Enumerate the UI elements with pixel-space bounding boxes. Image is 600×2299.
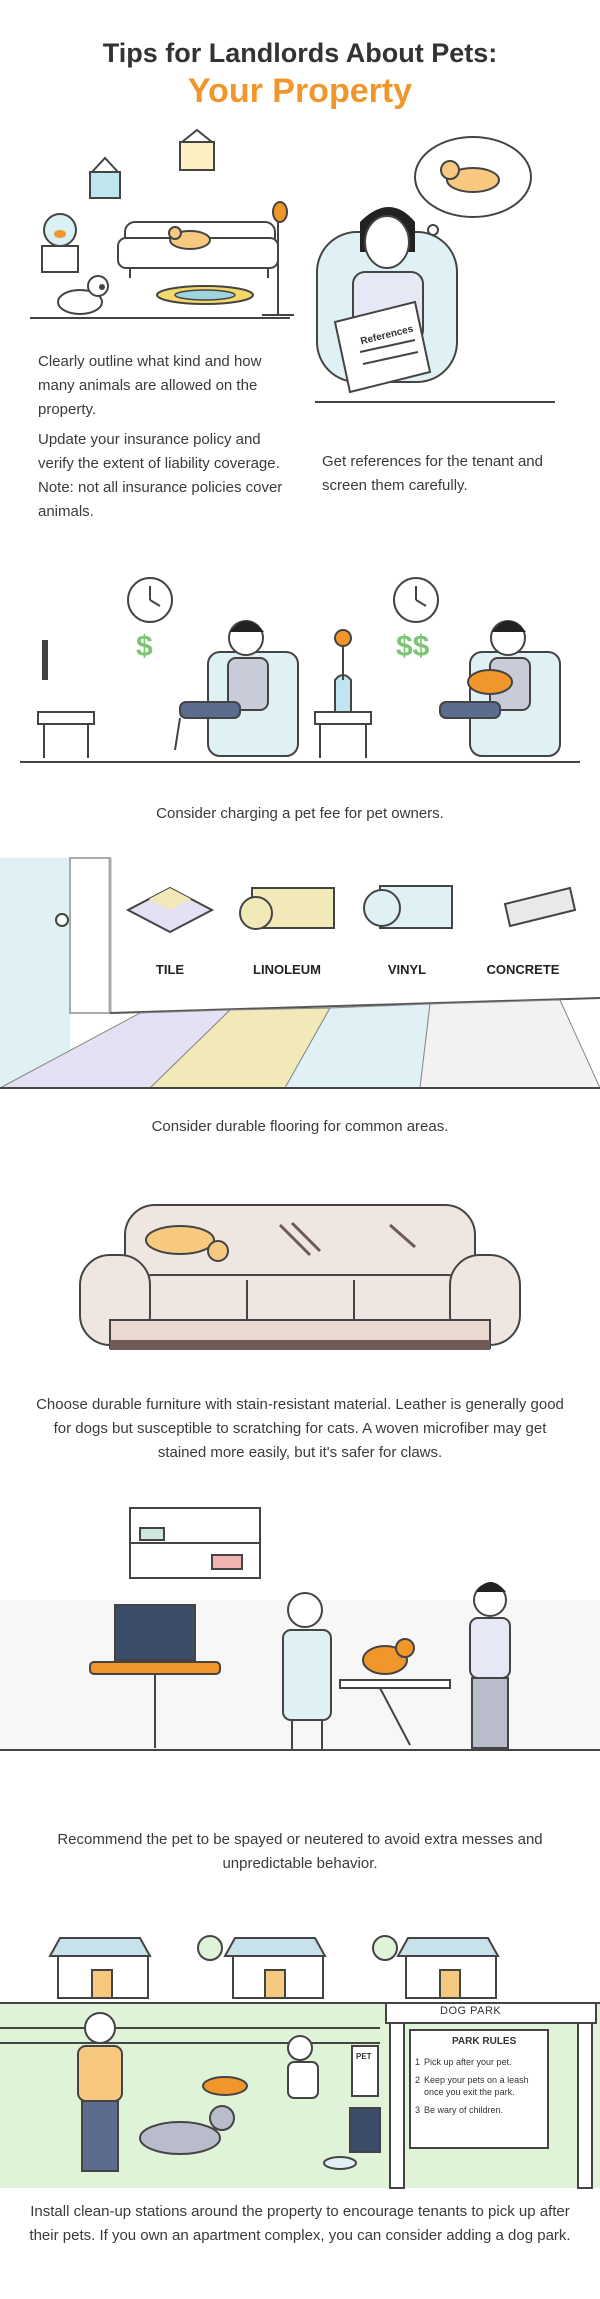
outline-animals-text: Clearly outline what kind and how many a… <box>38 353 262 418</box>
insurance-text: Update your insurance policy and verify … <box>38 431 283 520</box>
park-rules-list: 1 Pick up after your pet. 2 Keep your pe… <box>415 2056 545 2116</box>
single-fee-symbol: $ <box>136 630 153 663</box>
rule-text: Be wary of children. <box>424 2105 504 2115</box>
park-rule-item: 1 Pick up after your pet. <box>415 2056 545 2068</box>
floor-type-tile: TILE <box>155 962 185 977</box>
pet-fee-caption: Consider charging a pet fee for pet owne… <box>156 805 444 822</box>
clean-up-caption: Install clean-up stations around the pro… <box>29 2203 571 2244</box>
flooring-caption: Consider durable flooring for common are… <box>151 1118 449 1135</box>
scratched-sofa-illustration <box>79 1204 521 1350</box>
floor-type-vinyl: VINYL <box>387 962 427 977</box>
rule-text: Pick up after your pet. <box>424 2057 512 2067</box>
flooring-illustration <box>0 857 600 1089</box>
rule-text: Keep your pets on a leash once you exit … <box>424 2075 529 2097</box>
tenant-references-illustration <box>315 136 555 403</box>
spay-neuter-caption: Recommend the pet to be spayed or neuter… <box>57 1831 543 1872</box>
dog-park-sign: DOG PARK <box>440 2005 502 2017</box>
floor-type-concrete: CONCRETE <box>486 962 560 977</box>
dog-park-illustration <box>0 1935 600 2189</box>
veterinarian-illustration <box>0 1507 600 1751</box>
references-text: Get references for the tenant and screen… <box>322 453 543 494</box>
pet-fee-illustration <box>20 577 580 763</box>
page-subtitle: Your Property <box>187 72 413 110</box>
park-rules-title: PARK RULES <box>452 2036 517 2047</box>
rule-number: 2 <box>415 2075 421 2085</box>
pet-station-label: PET <box>356 2052 372 2061</box>
pet-living-room-illustration <box>30 128 294 319</box>
rule-number: 1 <box>415 2057 421 2067</box>
furniture-caption: Choose durable furniture with stain-resi… <box>36 1396 564 1461</box>
rule-number: 3 <box>415 2105 421 2115</box>
park-rule-item: 2 Keep your pets on a leash once you exi… <box>415 2074 545 2098</box>
floor-type-linoleum: LINOLEUM <box>253 962 321 977</box>
double-fee-symbol: $$ <box>396 630 430 663</box>
park-rule-item: 3 Be wary of children. <box>415 2104 545 2116</box>
page-title: Tips for Landlords About Pets: <box>102 38 498 68</box>
